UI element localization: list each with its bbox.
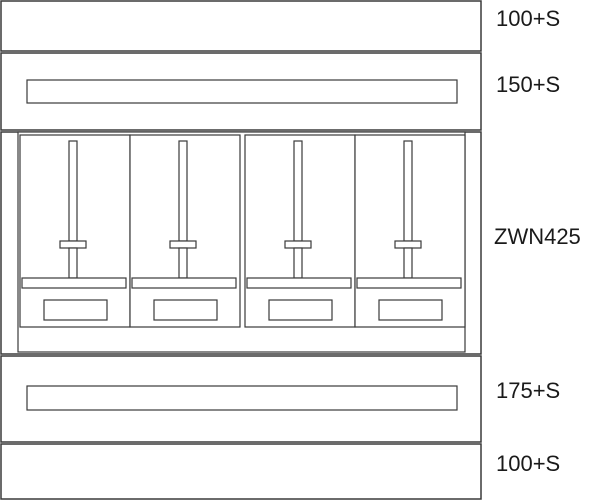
bottom-blank-panel: [0, 443, 482, 500]
meter-mounting-bar: [131, 277, 237, 289]
meter-rail: [403, 140, 413, 242]
meter-mounting-bar: [246, 277, 352, 289]
meter-rail-clip: [394, 240, 422, 249]
meter-rail-stem: [403, 247, 413, 279]
meter-slot: [354, 134, 466, 328]
meter-rail-clip: [59, 240, 87, 249]
meter-slot: [244, 134, 356, 328]
meter-rail: [293, 140, 303, 242]
meter-label-window: [153, 299, 218, 321]
module-top-blank: [0, 0, 482, 52]
meter-rail-stem: [178, 247, 188, 279]
meter-rail-clip: [284, 240, 312, 249]
label-top-blank: 100+S: [496, 6, 560, 31]
meter-label-window: [268, 299, 333, 321]
meter-rail: [178, 140, 188, 242]
meter-mounting-bar: [356, 277, 462, 289]
module-lower-strip: [0, 355, 482, 443]
meter-rail-clip: [169, 240, 197, 249]
meter-slot: [19, 134, 131, 328]
meter-label-window: [43, 299, 108, 321]
top-blank-panel: [0, 0, 482, 52]
label-bottom-blank: 100+S: [496, 451, 560, 476]
meter-rail-stem: [68, 247, 78, 279]
lower-terminal-strip: [26, 385, 458, 411]
label-meter-block: ZWN425: [494, 224, 581, 249]
meter-rail: [68, 140, 78, 242]
label-upper-strip: 150+S: [496, 72, 560, 97]
module-meter-block: [0, 131, 482, 355]
meter-rail-stem: [293, 247, 303, 279]
meter-mounting-bar: [21, 277, 127, 289]
upper-terminal-strip: [26, 79, 458, 104]
module-bottom-blank: [0, 443, 482, 500]
meter-slot: [129, 134, 241, 328]
label-lower-strip: 175+S: [496, 378, 560, 403]
module-upper-strip: [0, 52, 482, 131]
meter-label-window: [378, 299, 443, 321]
meter-group: [19, 134, 466, 328]
